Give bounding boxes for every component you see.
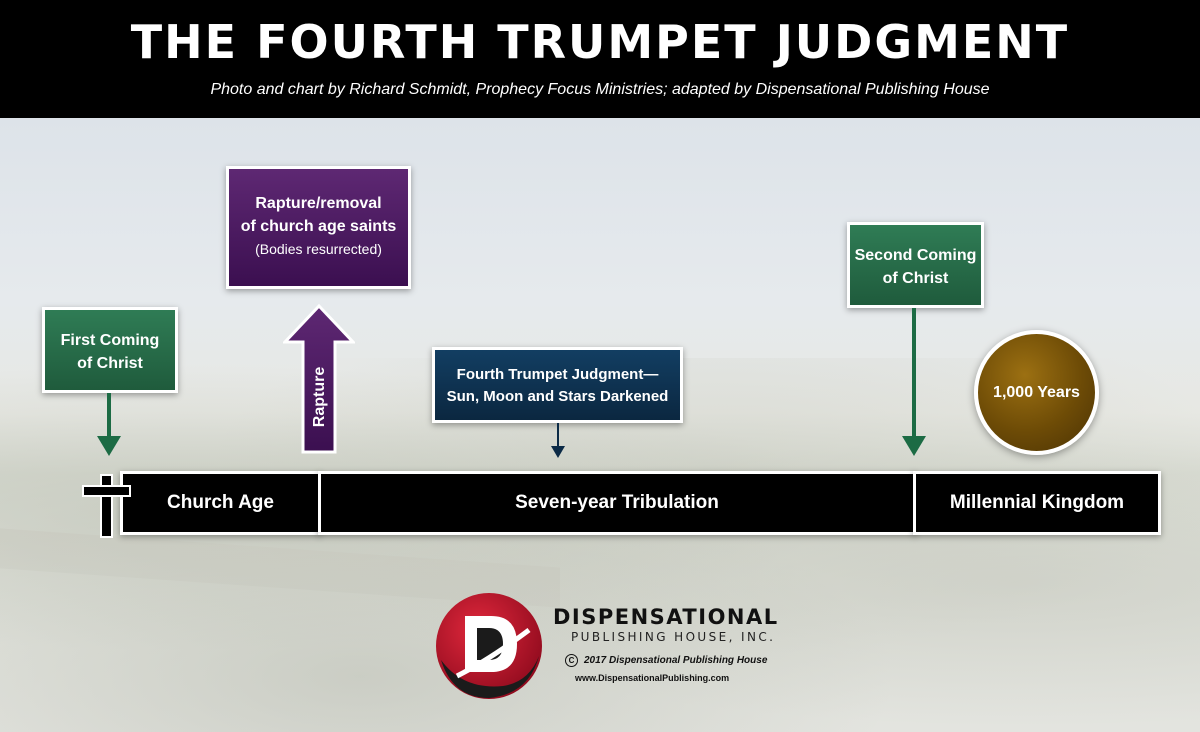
logo-name: DISPENSATIONAL [553,605,779,629]
second-coming-arrow-head [902,436,926,456]
copyright-text: 2017 Dispensational Publishing House [584,655,768,667]
rapture-box: Rapture/removal of church age saints (Bo… [226,166,411,289]
logo-subname: PUBLISHING HOUSE, INC. [571,630,776,644]
first-coming-line2: of Christ [77,355,143,372]
rapture-line3: (Bodies resurrected) [255,241,382,257]
second-coming-box: Second Coming of Christ [847,222,984,308]
dispensational-logo-icon [436,593,542,699]
timeline-church-age: Church Age [120,471,321,535]
first-coming-line1: First Coming [60,332,160,349]
rapture-up-arrow-icon [283,304,355,454]
second-coming-line2: of Christ [882,270,949,287]
first-coming-box: First Coming of Christ [42,307,178,393]
fourth-trumpet-arrow-shaft [557,423,559,447]
timeline-millennial-kingdom: Millennial Kingdom [913,471,1161,535]
fourth-trumpet-line2: Sun, Moon and Stars Darkened [446,388,669,405]
second-coming-line1: Second Coming [854,247,977,264]
rapture-arrow-text: Rapture [311,366,329,428]
copyright-line: C 2017 Dispensational Publishing House [565,654,805,668]
fourth-trumpet-box: Fourth Trumpet Judgment— Sun, Moon and S… [432,347,683,423]
fourth-trumpet-arrow-head [551,446,565,458]
page-title: THE FOURTH TRUMPET JUDGMENT [130,15,1070,69]
rapture-line1: Rapture/removal [255,195,382,212]
rapture-arrow-label: Rapture [300,357,340,437]
timeline-tribulation: Seven-year Tribulation [318,471,916,535]
cross-icon [82,474,131,538]
millennium-years-badge: 1,000 Years [974,330,1099,455]
rapture-line2: of church age saints [240,218,397,235]
page-subtitle: Photo and chart by Richard Schmidt, Prop… [210,81,990,98]
header-banner: THE FOURTH TRUMPET JUDGMENT Photo and ch… [0,0,1200,118]
copyright-symbol-icon: C [565,654,578,667]
fourth-trumpet-line1: Fourth Trumpet Judgment— [456,366,659,383]
second-coming-arrow-shaft [912,308,916,438]
first-coming-arrow-shaft [107,393,111,439]
website-link[interactable]: www.DispensationalPublishing.com [575,673,730,683]
first-coming-arrow-head [97,436,121,456]
